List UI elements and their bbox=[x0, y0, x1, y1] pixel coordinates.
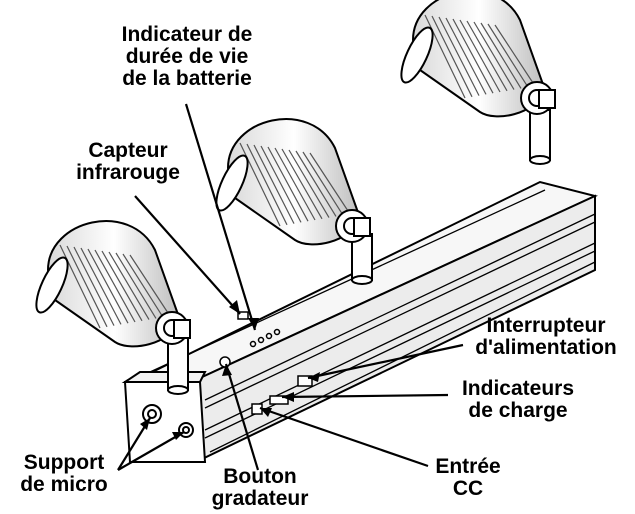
lamp-stem-base bbox=[351, 275, 373, 285]
lamp-lens-rim bbox=[400, 26, 434, 84]
label-mic-mount: Support de micro bbox=[4, 452, 124, 496]
battery-led-2 bbox=[257, 336, 265, 344]
lamp-stem bbox=[529, 109, 551, 161]
label-dimmer-button: Bouton gradateur bbox=[200, 466, 320, 510]
label-charge-line-1: Indicateurs bbox=[461, 377, 575, 400]
battery-led-3 bbox=[265, 332, 273, 340]
lamp-fin bbox=[459, 19, 501, 93]
label-infrared-line-2: infrarouge bbox=[76, 161, 180, 184]
leader-dc-input bbox=[259, 406, 429, 468]
label-power-line-1: Interrupteur bbox=[486, 314, 606, 337]
lamp-fin bbox=[66, 245, 108, 328]
lamp-fin bbox=[101, 250, 143, 322]
lamp-fin bbox=[302, 151, 344, 216]
lamp-fin bbox=[122, 253, 164, 318]
label-mic-line-1: Support bbox=[23, 451, 105, 474]
lamp-bracket bbox=[353, 217, 371, 237]
lamp-fin bbox=[267, 146, 309, 222]
lamp-fin bbox=[494, 24, 536, 87]
leader-charge bbox=[281, 393, 449, 399]
label-battery-indicator: Indicateur de durée de vie de la batteri… bbox=[97, 24, 277, 90]
lamp-left bbox=[35, 220, 191, 395]
bar-top-end bbox=[121, 371, 207, 383]
charge-led-block bbox=[269, 395, 289, 405]
label-dc-line-2: CC bbox=[452, 477, 484, 500]
lamp-heads bbox=[35, 0, 556, 395]
lamp-fin bbox=[288, 149, 330, 218]
label-battery-line-1: Indicateur de bbox=[121, 23, 253, 46]
lamp-fin bbox=[480, 22, 522, 89]
infrared-sensor-window bbox=[237, 311, 249, 320]
lamp-fin bbox=[274, 147, 316, 221]
label-battery-line-3: de la batterie bbox=[122, 67, 252, 90]
lamp-fin bbox=[260, 145, 302, 223]
lamp-fin bbox=[431, 15, 473, 98]
lamp-fin bbox=[80, 247, 122, 325]
label-mic-line-2: de micro bbox=[20, 473, 108, 496]
lamp-stem-base bbox=[529, 155, 551, 165]
label-dimmer-line-1: Bouton bbox=[223, 465, 297, 488]
lamp-bracket bbox=[173, 319, 191, 339]
label-battery-line-2: durée de vie bbox=[125, 45, 249, 68]
lamp-fin bbox=[473, 21, 515, 90]
label-power-line-2: d'alimentation bbox=[475, 336, 617, 359]
lamp-fin bbox=[487, 23, 529, 88]
lamp-fin bbox=[246, 143, 288, 226]
leader-power-switch bbox=[307, 343, 464, 380]
label-infrared-sensor: Capteur infrarouge bbox=[60, 140, 196, 184]
lamp-fin bbox=[87, 248, 129, 324]
lamp-fin bbox=[73, 246, 115, 326]
leader-dimmer bbox=[224, 363, 260, 471]
leader-mic-2 bbox=[117, 431, 185, 471]
lamp-fin bbox=[466, 20, 508, 92]
lamp-right bbox=[400, 0, 556, 165]
lamp-stem bbox=[167, 337, 189, 391]
battery-led-1 bbox=[249, 340, 257, 348]
label-charge-indicators: Indicateurs de charge bbox=[448, 378, 588, 422]
mic-mount-holes bbox=[142, 404, 194, 438]
label-power-switch: Interrupteur d'alimentation bbox=[460, 315, 632, 359]
leader-battery bbox=[184, 103, 257, 331]
label-dimmer-line-2: gradateur bbox=[211, 487, 309, 510]
lamp-fin bbox=[115, 252, 157, 319]
lamp-fin bbox=[445, 17, 487, 95]
bar-end-cap bbox=[123, 381, 207, 463]
label-dc-input: Entrée CC bbox=[418, 456, 518, 500]
lamp-fin bbox=[281, 148, 323, 220]
lamp-bracket bbox=[538, 89, 556, 109]
leader-lines bbox=[117, 103, 464, 471]
power-switch bbox=[297, 375, 313, 387]
lamp-middle bbox=[215, 118, 373, 285]
controls bbox=[219, 311, 313, 415]
lamp-fin bbox=[108, 251, 150, 320]
lamp-fin bbox=[129, 254, 171, 317]
dimmer-button-knob bbox=[219, 356, 231, 368]
label-charge-line-2: de charge bbox=[468, 399, 568, 422]
lamp-fin bbox=[295, 150, 337, 217]
lamp-lens-rim bbox=[35, 256, 69, 314]
lamp-fin bbox=[94, 249, 136, 323]
lamp-fin bbox=[452, 18, 494, 94]
leader-infrared bbox=[134, 195, 241, 315]
lamp-fin bbox=[438, 16, 480, 96]
battery-led-4 bbox=[273, 328, 281, 336]
label-infrared-line-1: Capteur bbox=[88, 139, 168, 162]
leader-arrowheads bbox=[140, 300, 320, 440]
lamp-fin bbox=[309, 152, 351, 215]
lamp-stem-base bbox=[167, 385, 189, 395]
label-dc-line-1: Entrée bbox=[435, 455, 501, 478]
lamp-fin bbox=[253, 144, 295, 224]
